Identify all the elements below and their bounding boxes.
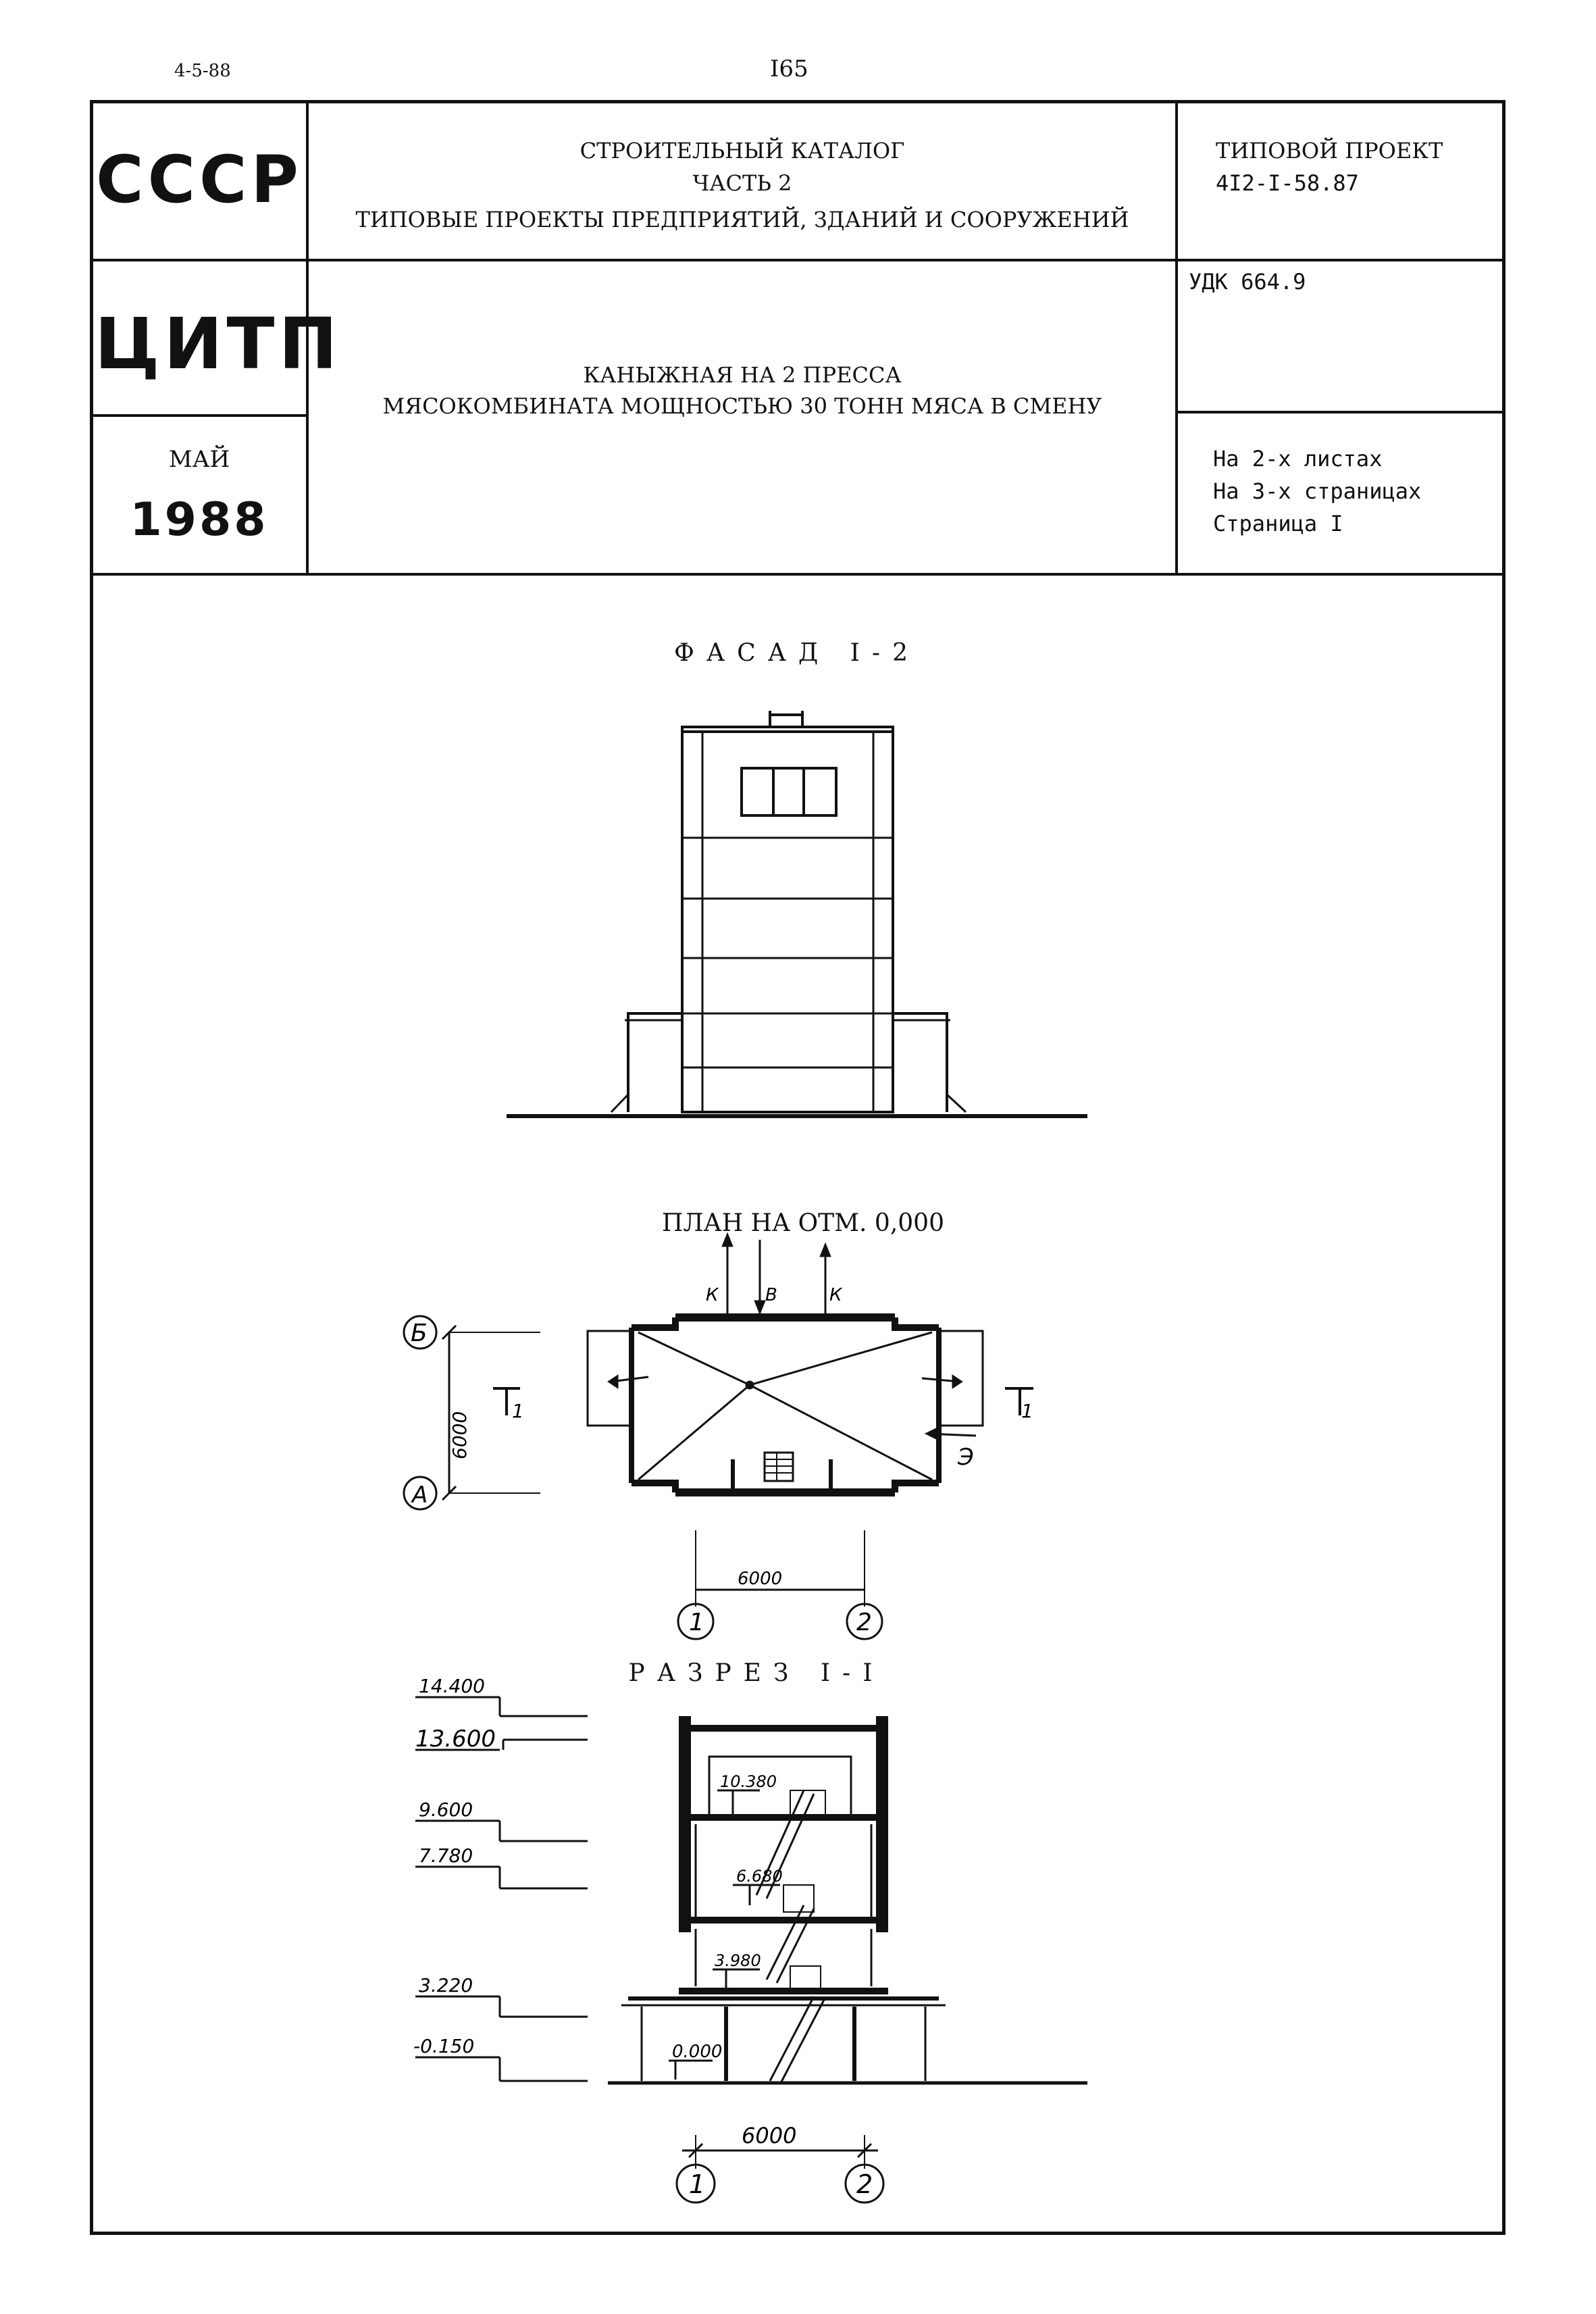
project-label: ТИПОВОЙ ПРОЕКТ [1216, 138, 1443, 164]
plan-dim-vertical: 6000 [448, 1411, 471, 1459]
month: МАЙ [168, 446, 230, 473]
plan-axis-2: 2 [856, 1609, 872, 1636]
plan-dim-horizontal: 6000 [738, 1569, 782, 1589]
udk: УДК 664.9 [1189, 269, 1306, 295]
divider [90, 414, 307, 417]
section-level-2: 13.600 [415, 1726, 496, 1753]
org-citp: ЦИТП [95, 303, 342, 385]
divider [90, 259, 1505, 261]
sheets-count: На 2-х листах [1213, 446, 1383, 472]
pages-count: На 3-х страницах [1213, 478, 1422, 504]
section-axis-1: 1 [689, 2169, 705, 2199]
section-axis-2: 2 [856, 2169, 873, 2199]
project-code: 4I2-I-58.87 [1216, 170, 1359, 196]
date-code: 4-5-88 [174, 61, 231, 81]
tower-body [681, 726, 894, 1113]
divider [90, 573, 1505, 576]
org-ussr: СССР [96, 142, 303, 218]
section-level-6: -0.150 [413, 2035, 474, 2057]
section-level-5: 3.220 [419, 1974, 473, 1996]
section-inner-level-1: 10.380 [720, 1772, 777, 1791]
section-level-1: 14.400 [419, 1675, 485, 1697]
sheet-frame [90, 100, 1505, 2235]
project-title-line1: КАНЫЖНАЯ НА 2 ПРЕССА [583, 362, 902, 388]
plan-mark-v: В [765, 1285, 777, 1305]
plan-title: ПЛАН НА ОТМ. 0,000 [662, 1209, 944, 1237]
plan-axis-a: А [411, 1482, 428, 1509]
plan-mark-k1: К [706, 1285, 719, 1305]
project-title-line2: МЯСОКОМБИНАТА МОЩНОСТЬЮ 30 ТОНН МЯСА В С… [382, 393, 1102, 419]
plan-mark-k2: К [829, 1285, 843, 1305]
section-inner-level-2: 6.680 [736, 1867, 783, 1886]
divider [306, 100, 309, 574]
catalog-line1: СТРОИТЕЛЬНЫЙ КАТАЛОГ [580, 138, 905, 164]
divider [1175, 100, 1178, 574]
section-inner-level-3: 3.980 [715, 1951, 761, 1970]
section-level-4: 7.780 [419, 1844, 473, 1867]
plan-axis-b: Б [411, 1319, 428, 1347]
plan-axis-1: 1 [689, 1609, 704, 1636]
plan-mark-e: Э [957, 1444, 974, 1471]
section-dim-horizontal: 6000 [742, 2123, 796, 2148]
section-title: РАЗРЕЗ I-I [628, 1659, 885, 1687]
divider [1175, 411, 1505, 413]
catalog-line2: ЧАСТЬ 2 [692, 170, 792, 196]
section-level-3: 9.600 [419, 1799, 473, 1821]
page-index: Страница I [1213, 511, 1343, 536]
section-inner-level-4: 0.000 [672, 2042, 722, 2062]
plan-cut-left: 1 [512, 1400, 524, 1422]
facade-title: ФАСАД I-2 [674, 639, 920, 667]
plan-cut-right: 1 [1021, 1400, 1033, 1422]
page-number: I65 [770, 55, 808, 82]
year: 1988 [130, 493, 269, 547]
catalog-line3: ТИПОВЫЕ ПРОЕКТЫ ПРЕДПРИЯТИЙ, ЗДАНИЙ И СО… [355, 207, 1129, 232]
